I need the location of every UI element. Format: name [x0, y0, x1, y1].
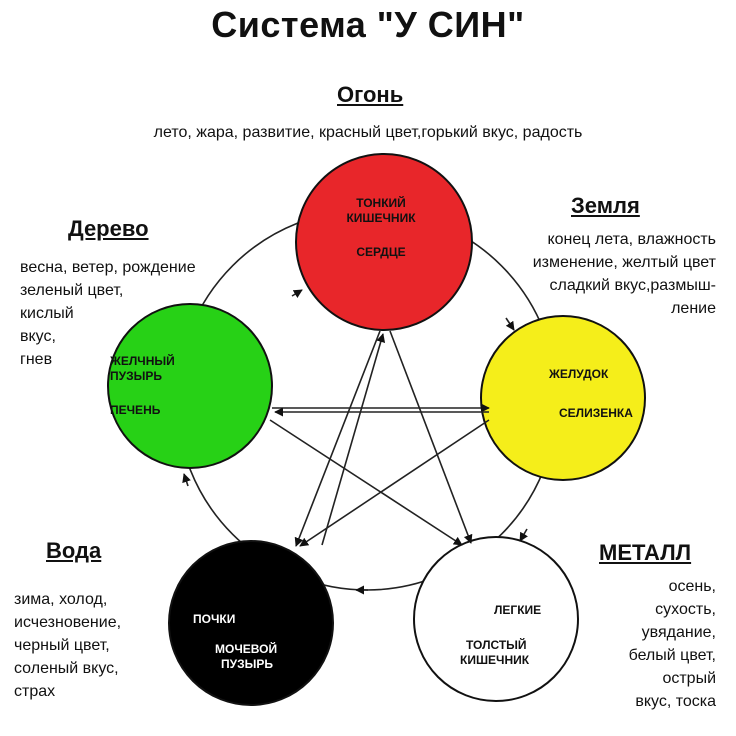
water-organ-label: МОЧЕВОЙ [215, 642, 278, 656]
earth-desc-line: ление [671, 300, 716, 317]
fire-organ-label: КИШЕЧНИК [346, 211, 416, 225]
fire-organ-label: ТОНКИЙ [356, 196, 406, 210]
star-line-water-fire [321, 333, 386, 546]
diagram-title: Система "У СИН" [211, 4, 525, 45]
wood-organ-label: ПУЗЫРЬ [110, 369, 162, 383]
wood-description: весна, ветер, рождение зеленый цвет, кис… [20, 256, 196, 371]
wood-organs: ЖЕЛЧНЫЙ ПУЗЫРЬ ПЕЧЕНЬ [110, 354, 175, 418]
water-desc-line: зима, холод, [14, 591, 108, 608]
fire-desc-line: лето, жара, развитие, красный цвет,горьк… [153, 124, 583, 141]
star-line-wood-metal [269, 419, 463, 546]
earth-description: конец лета, влажность изменение, желтый … [470, 228, 716, 320]
metal-desc-line: белый цвет, [628, 647, 716, 664]
water-desc-line: страх [14, 683, 56, 700]
earth-organ-label: СЕЛИЗЕНКА [559, 406, 633, 420]
cycle-arrow-earth-metal [519, 528, 528, 542]
wood-desc-line: весна, ветер, рождение [20, 259, 196, 276]
water-organ-label: ПУЗЫРЬ [221, 657, 273, 671]
metal-circle [413, 536, 579, 702]
water-organs: ПОЧКИ МОЧЕВОЙ ПУЗЫРЬ [193, 612, 277, 672]
metal-organ-label: КИШЕЧНИК [460, 653, 530, 667]
water-circle [168, 540, 334, 706]
wood-heading: Дерево [68, 216, 149, 241]
fire-description: лето, жара, развитие, красный цвет,горьк… [0, 121, 736, 144]
wood-organ-label: ЖЕЛЧНЫЙ [110, 354, 175, 368]
wood-organ-label: ПЕЧЕНЬ [110, 403, 161, 417]
earth-organ-label: ЖЕЛУДОК [549, 367, 609, 381]
metal-desc-line: осень, [668, 578, 716, 595]
metal-organ-label: ЛЕГКИЕ [494, 603, 542, 617]
wood-desc-line: зеленый цвет, [20, 282, 124, 299]
earth-desc-line: изменение, желтый цвет [532, 254, 716, 271]
cycle-arrow-water-wood [182, 473, 191, 487]
fire-circle [295, 153, 473, 331]
earth-heading: Земля [571, 193, 640, 218]
metal-desc-line: сухость, [655, 601, 716, 618]
metal-desc-line: острый [662, 670, 716, 687]
fire-heading: Огонь [337, 82, 404, 107]
water-desc-line: черный цвет, [14, 637, 110, 654]
star-line-fire-metal [389, 330, 473, 544]
water-description: зима, холод, исчезновение, черный цвет, … [14, 588, 121, 703]
star-line-fire-water [294, 330, 381, 547]
cycle-arrow-fire-earth [505, 317, 515, 331]
metal-description: осень, сухость, увядание, белый цвет, ос… [560, 575, 716, 713]
cycle-arrow-wood-fire [291, 289, 303, 299]
fire-organs: ТОНКИЙ КИШЕЧНИК СЕРДЦЕ [336, 196, 426, 260]
metal-organs: ЛЕГКИЕ ТОЛСТЫЙ КИШЕЧНИК [460, 603, 541, 668]
metal-organ-label: ТОЛСТЫЙ [466, 638, 527, 652]
water-organ-label: ПОЧКИ [193, 612, 236, 626]
metal-heading: МЕТАЛЛ [599, 540, 692, 565]
star-line-earth-water [299, 419, 490, 547]
earth-desc-line: сладкий вкус,размыш- [549, 277, 716, 294]
water-desc-line: исчезновение, [14, 614, 122, 631]
earth-circle [480, 315, 646, 481]
wood-desc-line: вкус, [20, 328, 56, 345]
wood-desc-line: гнев [20, 351, 53, 368]
wood-desc-line: кислый [20, 305, 74, 322]
wood-circle [107, 303, 273, 469]
metal-desc-line: увядание, [641, 624, 716, 641]
metal-desc-line: вкус, тоска [635, 693, 716, 710]
earth-desc-line: конец лета, влажность [547, 231, 716, 248]
fire-organ-label: СЕРДЦЕ [356, 245, 406, 259]
earth-organs: ЖЕЛУДОК СЕЛИЗЕНКА [549, 367, 633, 421]
water-heading: Вода [46, 538, 102, 563]
water-desc-line: соленый вкус, [14, 660, 119, 677]
